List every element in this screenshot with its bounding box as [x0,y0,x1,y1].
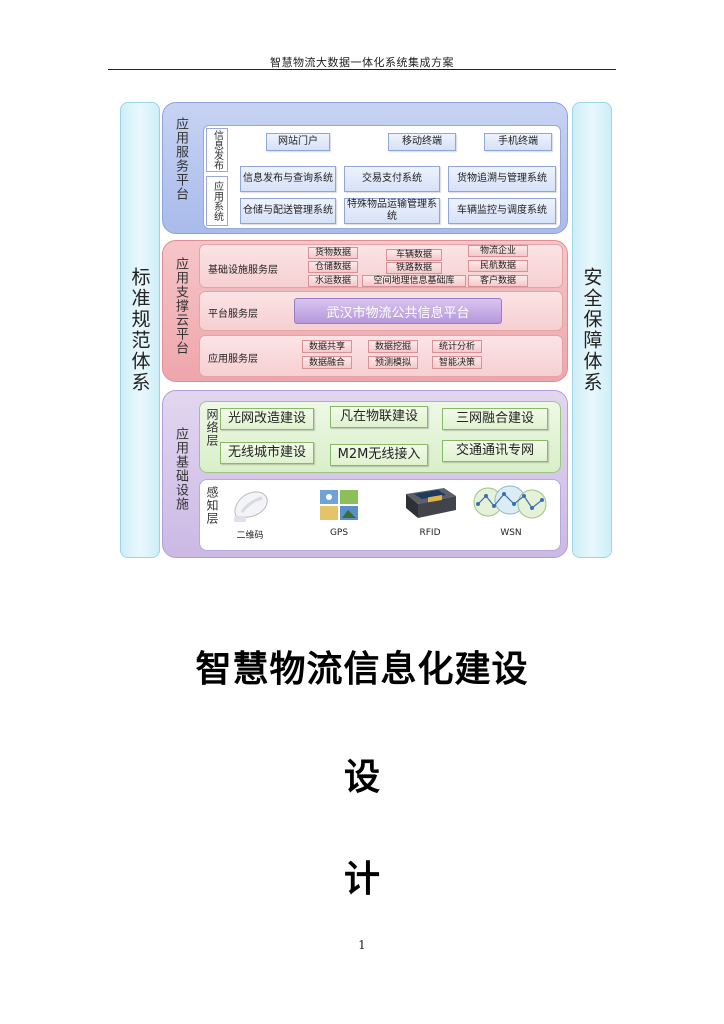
security-label: 安全保障体系 [580,267,603,393]
publish-item: 手机终端 [484,133,552,151]
app-item: 预测模拟 [368,356,418,369]
infra-row-label: 基础设施服务层 [208,265,278,276]
platform-name-bar: 武汉市物流公共信息平台 [294,298,502,324]
architecture-diagram: 标准规范体系 安全保障体系 应用服务平台 信息发布 应用系统 网站门户 移动终端… [118,100,614,562]
title-char-2: 计 [343,859,380,900]
service-platform-layer: 应用服务平台 信息发布 应用系统 网站门户 移动终端 手机终端 信息发布与查询系… [162,102,568,234]
app-item: 智能决策 [432,356,482,369]
system-item: 货物追溯与管理系统 [448,166,556,192]
title-char-1: 设 [343,757,380,798]
infra-item: 物流企业 [468,245,528,257]
system-item: 交易支付系统 [344,166,440,192]
cloud-layer-label: 应用支撑云平台 [173,257,188,355]
app-item: 数据挖掘 [368,340,418,353]
header-title: 智慧物流大数据一体化系统集成方案 [270,56,454,69]
infra-item: 民航数据 [468,260,528,272]
header-rule [108,69,616,70]
infra-item: 铁路数据 [386,262,442,274]
cloud-platform-layer: 应用支撑云平台 基础设施服务层 货物数据 车辆数据 物流企业 仓储数据 铁路数据… [162,240,568,382]
network-item: M2M无线接入 [330,444,428,466]
network-item: 无线城市建设 [220,442,314,464]
system-sublabel: 应用系统 [206,176,228,226]
platform-row-label: 平台服务层 [208,309,258,320]
system-item: 信息发布与查询系统 [240,166,336,192]
page-number: 1 [358,938,366,952]
infra-service-row: 基础设施服务层 货物数据 车辆数据 物流企业 仓储数据 铁路数据 民航数据 水运… [199,244,563,288]
device-label: 二维码 [236,531,264,541]
infra-item: 客户数据 [468,275,528,287]
system-item: 车辆监控与调度系统 [448,198,556,224]
network-layer-panel: 网络层 光网改造建设 凡在物联建设 三网融合建设 无线城市建设 M2M无线接入 … [199,401,561,473]
wsn-network-icon [472,482,550,524]
app-service-row: 应用服务层 数据共享 数据挖掘 统计分析 数据融合 预测模拟 智能决策 [199,335,563,377]
service-layer-label: 应用服务平台 [173,117,188,201]
system-item: 仓储与配送管理系统 [240,198,336,224]
standards-label: 标准规范体系 [128,267,151,393]
app-row-label: 应用服务层 [208,354,258,365]
device-label: RFID [419,528,441,538]
service-inner-panel: 信息发布 应用系统 网站门户 移动终端 手机终端 信息发布与查询系统 交易支付系… [203,125,561,229]
sensing-layer-label: 感知层 [205,486,219,525]
gps-icon [318,488,360,524]
app-item: 统计分析 [432,340,482,353]
qr-scanner-icon [228,486,276,526]
infra-item: 仓储数据 [308,261,358,273]
publish-item: 网站门户 [266,133,330,151]
infra-layer-label: 应用基础设施 [173,427,188,511]
network-item: 光网改造建设 [220,408,314,430]
network-item: 交通通讯专网 [442,440,548,462]
sensing-layer-panel: 感知层 二维码 GPS [199,479,561,551]
platform-service-row: 平台服务层 武汉市物流公共信息平台 [199,291,563,331]
standards-column: 标准规范体系 [120,102,160,558]
infra-item: 水运数据 [308,275,358,287]
infra-item: 车辆数据 [386,249,442,261]
security-column: 安全保障体系 [572,102,612,558]
app-item: 数据共享 [302,340,352,353]
system-item: 特殊物品运输管理系统 [344,198,440,224]
rfid-reader-icon [402,484,458,524]
app-item: 数据融合 [302,356,352,369]
publish-sublabel: 信息发布 [206,128,228,172]
infra-item: 空间地理信息基础库 [362,275,466,287]
network-item: 凡在物联建设 [330,406,428,428]
device-label: WSN [500,528,522,538]
network-layer-label: 网络层 [205,408,219,447]
main-title: 智慧物流信息化建设 [195,649,529,690]
device-label: GPS [329,528,349,538]
publish-item: 移动终端 [388,133,456,151]
network-item: 三网融合建设 [442,408,548,430]
infrastructure-layer: 应用基础设施 网络层 光网改造建设 凡在物联建设 三网融合建设 无线城市建设 M… [162,390,568,558]
infra-item: 货物数据 [308,247,358,259]
